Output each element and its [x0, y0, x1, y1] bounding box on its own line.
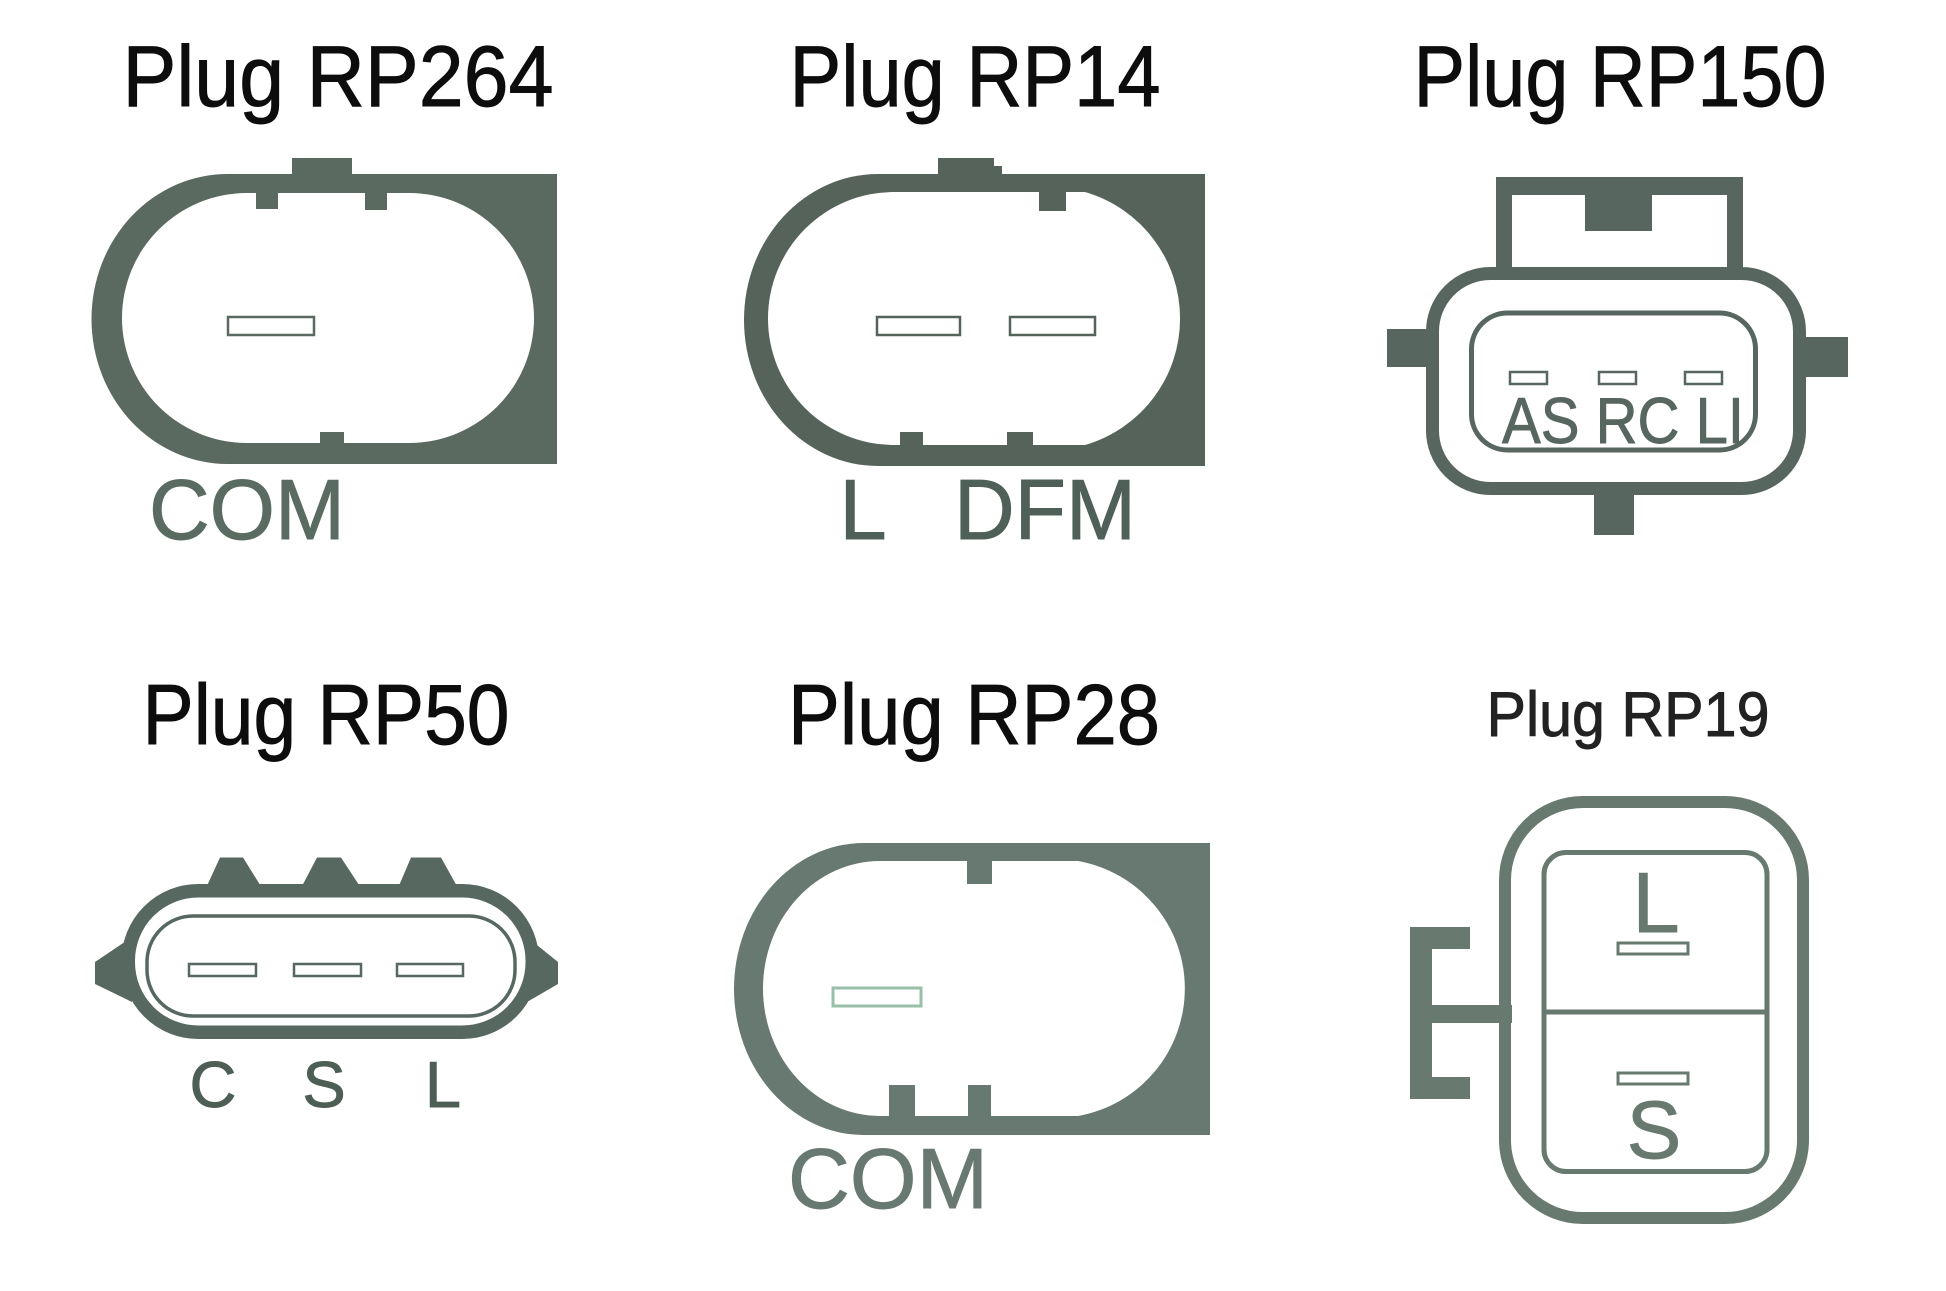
- svg-text:L: L: [1632, 856, 1679, 951]
- svg-text:AS RC LI: AS RC LI: [1502, 384, 1744, 457]
- svg-text:Plug RP14: Plug RP14: [790, 29, 1161, 125]
- svg-text:DFM: DFM: [954, 463, 1136, 558]
- svg-text:COM: COM: [788, 1132, 988, 1227]
- svg-text:Plug RP28: Plug RP28: [788, 668, 1160, 763]
- svg-text:C: C: [190, 1048, 237, 1121]
- svg-text:L: L: [425, 1048, 461, 1121]
- svg-text:Plug RP150: Plug RP150: [1414, 29, 1827, 125]
- svg-text:Plug RP50: Plug RP50: [143, 668, 510, 763]
- svg-text:L: L: [839, 463, 886, 558]
- svg-text:S: S: [1627, 1085, 1682, 1176]
- svg-text:S: S: [302, 1048, 345, 1121]
- svg-text:COM: COM: [149, 463, 345, 558]
- svg-text:Plug RP264: Plug RP264: [123, 29, 554, 125]
- svg-text:Plug RP19: Plug RP19: [1487, 680, 1770, 750]
